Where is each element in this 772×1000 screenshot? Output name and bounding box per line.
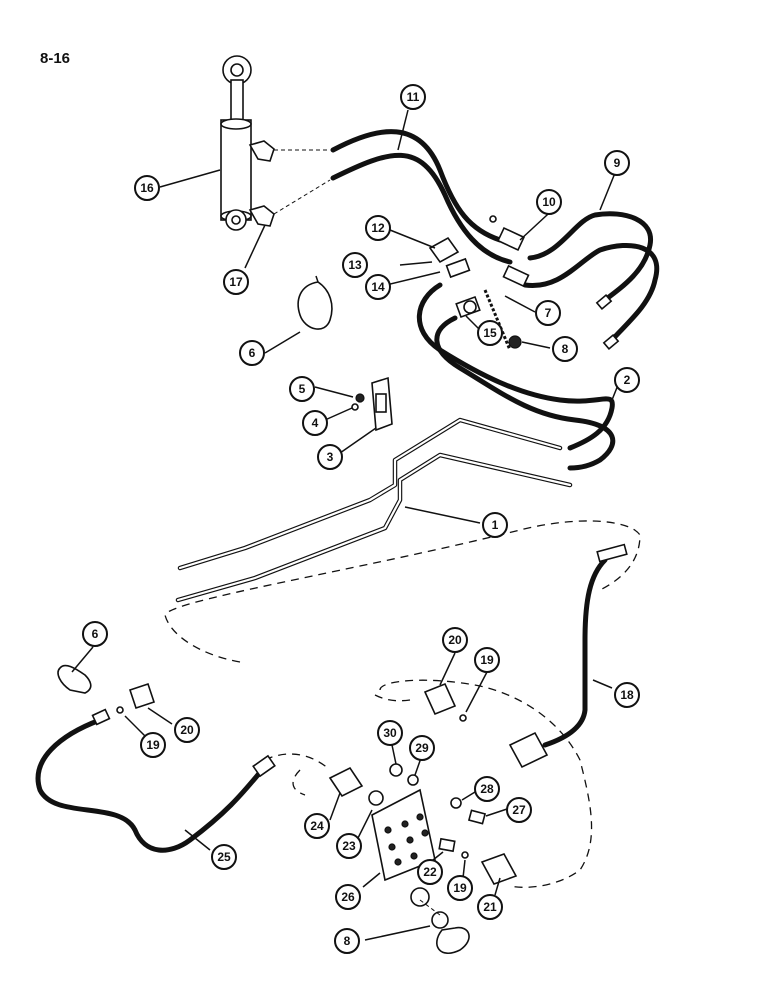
svg-text:25: 25 — [217, 850, 231, 864]
cylinder-fittings — [248, 140, 331, 227]
callout-21: 21 — [477, 894, 503, 920]
lower-left-fittings — [57, 664, 156, 714]
callout-9: 9 — [604, 150, 630, 176]
svg-text:4: 4 — [312, 416, 319, 430]
callout-8-lower: 8 — [334, 928, 360, 954]
callout-20-upper: 20 — [442, 627, 468, 653]
svg-text:3: 3 — [327, 450, 334, 464]
svg-text:6: 6 — [249, 346, 256, 360]
callout-25: 25 — [211, 844, 237, 870]
callout-22: 22 — [417, 859, 443, 885]
dashed-outlines — [164, 520, 641, 888]
svg-text:1: 1 — [492, 518, 499, 532]
callout-17: 17 — [223, 269, 249, 295]
svg-text:17: 17 — [229, 275, 243, 289]
callout-3: 3 — [317, 444, 343, 470]
svg-text:13: 13 — [348, 258, 362, 272]
callout-7: 7 — [535, 300, 561, 326]
callout-29: 29 — [409, 735, 435, 761]
svg-text:19: 19 — [453, 881, 467, 895]
hydraulic-cylinder — [220, 55, 252, 231]
svg-text:11: 11 — [407, 90, 420, 104]
hoses-2 — [416, 282, 616, 471]
callout-1: 1 — [482, 512, 508, 538]
callout-27: 27 — [506, 797, 532, 823]
hose-18 — [508, 543, 628, 769]
svg-text:18: 18 — [620, 688, 634, 702]
svg-text:6: 6 — [92, 627, 99, 641]
callout-4: 4 — [302, 410, 328, 436]
tube-bracket — [351, 376, 393, 432]
callout-23: 23 — [336, 833, 362, 859]
callout-19-lower: 19 — [447, 875, 473, 901]
svg-text:10: 10 — [542, 195, 556, 209]
svg-text:30: 30 — [383, 726, 397, 740]
svg-text:20: 20 — [448, 633, 462, 647]
page-number-label: 8-16 — [40, 50, 71, 67]
rigid-tubes-1 — [175, 417, 573, 603]
callout-13: 13 — [342, 252, 368, 278]
svg-text:26: 26 — [341, 890, 355, 904]
svg-text:8: 8 — [562, 342, 569, 356]
hose-strap-upper — [297, 275, 333, 330]
svg-text:19: 19 — [480, 653, 494, 667]
callout-28: 28 — [474, 776, 500, 802]
callout-30: 30 — [377, 720, 403, 746]
svg-text:24: 24 — [310, 819, 324, 833]
callout-18: 18 — [614, 682, 640, 708]
hoses-9 — [522, 211, 660, 351]
svg-text:15: 15 — [483, 326, 497, 340]
callout-5: 5 — [289, 376, 315, 402]
svg-text:8: 8 — [344, 934, 351, 948]
callout-20-lower: 20 — [174, 717, 200, 743]
svg-text:22: 22 — [423, 865, 437, 879]
svg-text:21: 21 — [483, 900, 497, 914]
svg-text:29: 29 — [415, 741, 429, 755]
callout-26: 26 — [335, 884, 361, 910]
svg-text:2: 2 — [624, 373, 631, 387]
callout-19-left: 19 — [140, 732, 166, 758]
callout-8-upper: 8 — [552, 336, 578, 362]
callout-11: 11 — [400, 84, 426, 110]
svg-text:7: 7 — [545, 306, 552, 320]
callout-14: 14 — [365, 274, 391, 300]
hose-25 — [35, 708, 276, 853]
callout-15: 15 — [477, 320, 503, 346]
callout-16: 16 — [134, 175, 160, 201]
svg-text:19: 19 — [146, 738, 160, 752]
callout-24: 24 — [304, 813, 330, 839]
svg-text:5: 5 — [299, 382, 306, 396]
callout-12: 12 — [365, 215, 391, 241]
svg-text:20: 20 — [180, 723, 194, 737]
fitting-cluster — [399, 215, 530, 351]
svg-text:27: 27 — [512, 803, 526, 817]
svg-text:28: 28 — [480, 782, 494, 796]
coupler-plate-assembly — [328, 682, 518, 954]
callout-2: 2 — [614, 367, 640, 393]
callout-19-upper: 19 — [474, 647, 500, 673]
svg-text:12: 12 — [371, 221, 385, 235]
callout-6-lower: 6 — [82, 621, 108, 647]
svg-text:16: 16 — [140, 181, 154, 195]
svg-text:9: 9 — [614, 156, 621, 170]
svg-text:23: 23 — [342, 839, 356, 853]
callout-10: 10 — [536, 189, 562, 215]
svg-text:14: 14 — [371, 280, 385, 294]
callout-6: 6 — [239, 340, 265, 366]
hoses-11 — [330, 129, 513, 265]
